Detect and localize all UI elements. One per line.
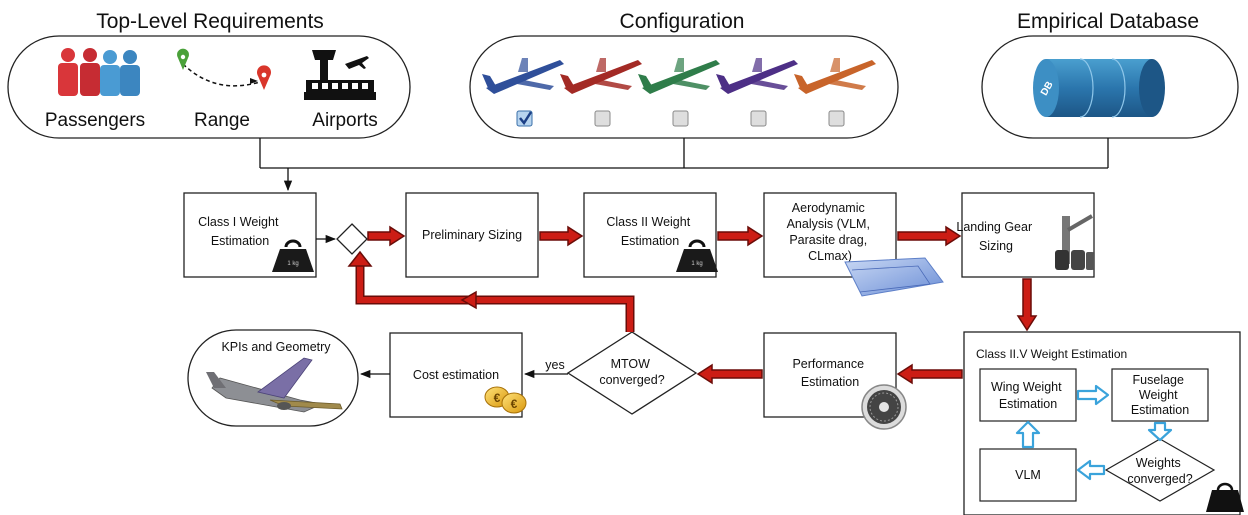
passengers-icon — [58, 48, 140, 96]
performance-label: Performance Estimation — [792, 357, 867, 389]
configuration-options — [482, 58, 876, 127]
aero-to-landing-arrow — [897, 225, 962, 247]
config-aircraft-5 — [794, 58, 876, 94]
weights-to-vlm-arrow — [1076, 459, 1106, 481]
config-checkbox-5[interactable] — [828, 110, 845, 127]
weights-converged-label: Weights converged? — [1127, 456, 1192, 486]
wing-weight-box: Wing Weight Estimation — [979, 368, 1077, 422]
vlm-label: VLM — [1015, 468, 1041, 482]
requirements-title: Top-Level Requirements — [96, 10, 324, 33]
aero-label: Aerodynamic Analysis (VLM, Parasite drag… — [787, 201, 874, 263]
airports-label: Airports — [312, 110, 377, 131]
class25-to-performance-arrow — [896, 363, 963, 385]
range-icon — [177, 48, 271, 90]
class2-label: Class II Weight Estimation — [606, 215, 693, 248]
config-checkbox-4[interactable] — [750, 110, 767, 127]
landing-gear-icon — [1055, 214, 1094, 270]
config-checkbox-2[interactable] — [594, 110, 611, 127]
database-title: Empirical Database — [1017, 10, 1199, 33]
merge-to-prelim-arrow — [367, 225, 406, 247]
vlm-box: VLM — [979, 448, 1077, 502]
database-icon: DB — [1033, 58, 1165, 118]
configuration-title: Configuration — [620, 10, 745, 33]
configuration-group: Configuration — [469, 10, 899, 139]
class2-weight-text: 1 kg — [691, 261, 702, 267]
config-aircraft-2 — [560, 58, 642, 94]
engine-icon — [861, 384, 907, 430]
flow-arrows — [367, 225, 1038, 385]
wing-to-fuselage-arrow — [1076, 384, 1110, 406]
class1-box: Class I Weight Estimation — [183, 192, 317, 278]
coins-icon: € € — [484, 386, 527, 414]
config-aircraft-1 — [482, 58, 564, 94]
cost-box: Cost estimation € € — [389, 332, 527, 418]
kpi-capsule: KPIs and Geometry — [187, 329, 359, 427]
class1-label: Class I Weight Estimation — [198, 215, 282, 248]
prelim-to-class2-arrow — [539, 225, 584, 247]
cost-label: Cost estimation — [413, 368, 499, 382]
kpi-label: KPIs and Geometry — [221, 340, 331, 354]
coin-symbol-2: € — [511, 397, 518, 411]
weights-converged-diamond: Weights converged? — [1104, 438, 1216, 502]
config-checkbox-1[interactable] — [516, 110, 533, 127]
prelim-box: Preliminary Sizing — [405, 192, 539, 278]
mtow-diamond: MTOW converged? — [566, 331, 698, 415]
class2-to-aero-arrow — [717, 225, 764, 247]
performance-box: Performance Estimation — [763, 332, 907, 430]
config-aircraft-3 — [638, 58, 720, 94]
performance-to-mtow-arrow — [696, 363, 763, 385]
class25-weight-icon — [1206, 482, 1244, 512]
fuselage-weight-box: Fuselage Weight Estimation — [1111, 368, 1209, 422]
prelim-label: Preliminary Sizing — [422, 228, 522, 242]
fuselage-to-weights-arrow — [1147, 421, 1173, 442]
landing-to-class25-arrow — [1016, 278, 1038, 332]
wing-weight-label: Wing Weight Estimation — [991, 380, 1065, 411]
mtow-label: MTOW converged? — [599, 357, 664, 387]
config-checkbox-3[interactable] — [672, 110, 689, 127]
kpi-aircraft-icon — [206, 357, 343, 413]
aero-box: Aerodynamic Analysis (VLM, Parasite drag… — [763, 192, 944, 297]
requirements-group: Top-Level Requirements — [7, 10, 411, 139]
input-connectors — [259, 138, 1109, 192]
class1-weight-icon: 1 kg — [272, 239, 314, 272]
wing-surface-icon — [844, 257, 944, 297]
class25-box: Class II.V Weight Estimation Wing Weight… — [963, 331, 1244, 515]
class2-weight-icon: 1 kg — [676, 239, 718, 272]
passengers-label: Passengers — [45, 110, 145, 131]
inner-arrows — [1015, 384, 1173, 481]
class1-weight-text: 1 kg — [287, 261, 298, 267]
range-label: Range — [194, 110, 250, 131]
config-aircraft-4 — [716, 58, 798, 94]
yes-label: yes — [545, 358, 564, 372]
class25-title: Class II.V Weight Estimation — [976, 347, 1127, 361]
coin-symbol-1: € — [494, 391, 501, 405]
checkmark-icon — [519, 111, 533, 126]
vlm-to-wing-arrow — [1015, 420, 1041, 449]
landing-label: Landing Gear Sizing — [956, 220, 1035, 253]
airports-icon — [304, 50, 376, 100]
feedback-loop — [347, 250, 635, 332]
landing-box: Landing Gear Sizing — [956, 192, 1095, 278]
merge-diamond — [336, 223, 368, 255]
fuselage-weight-label: Fuselage Weight Estimation — [1131, 373, 1189, 417]
database-group: Empirical Database DB — [981, 10, 1239, 139]
